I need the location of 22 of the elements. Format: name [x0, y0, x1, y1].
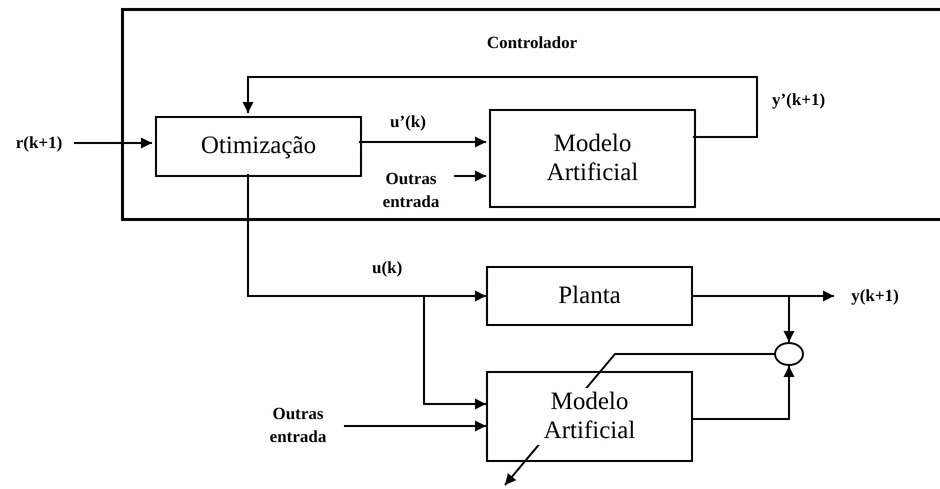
edge-label: y’(k+1): [772, 90, 826, 110]
arrow: [454, 170, 486, 182]
signal-label: r(k+1): [4, 128, 74, 158]
block-box: Otimização: [155, 116, 362, 177]
block-box: Planta: [486, 266, 693, 326]
signal-label: Outras entrada: [365, 165, 457, 217]
block-box: Modelo Artificial: [489, 109, 696, 208]
edge-label: u(k): [372, 258, 402, 278]
frame-title: Controlador: [486, 33, 578, 53]
arrow: [247, 174, 486, 410]
arrow: [693, 366, 794, 420]
signal-label: y(k+1): [834, 281, 916, 311]
edge-label: u’(k): [390, 112, 426, 132]
arrow: [344, 420, 486, 432]
arrow: [359, 136, 486, 148]
summing-junction: [774, 342, 804, 366]
arrow: [242, 76, 758, 138]
controller-frame: [121, 8, 940, 221]
arrow: [693, 295, 794, 342]
block-box: Modelo Artificial: [486, 371, 693, 462]
arrow: [74, 138, 152, 148]
signal-label: Outras entrada: [252, 400, 344, 452]
